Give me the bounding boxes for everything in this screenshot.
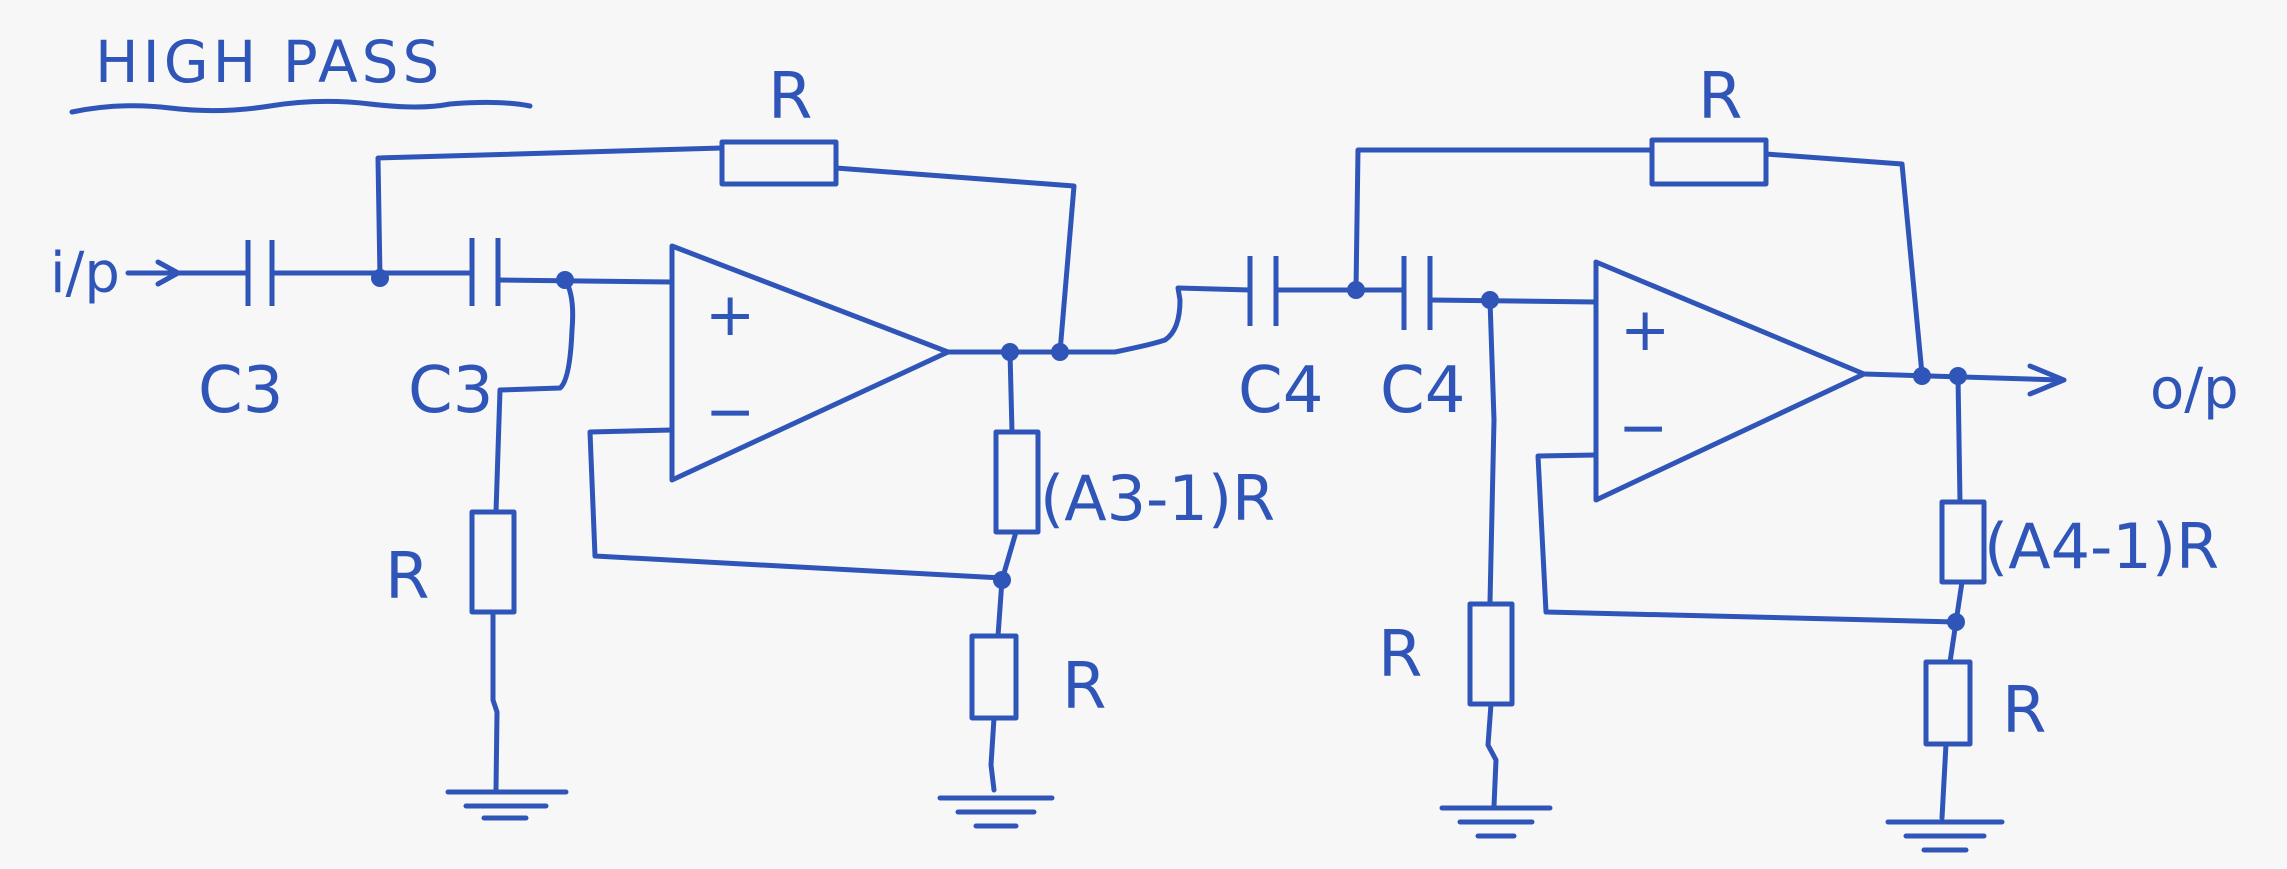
stage1-feedback-resistor <box>719 139 839 187</box>
stage2-ground-resistor <box>1923 659 1973 747</box>
stage1-gain-wire <box>1007 349 1015 435</box>
stage1-shunt-resistor-label: R <box>385 540 429 614</box>
stage2-feedback-resistor-label: R <box>1698 60 1742 134</box>
title-underline <box>69 98 533 115</box>
stage1-to-plus-wire <box>495 277 675 285</box>
stage2-ground-resistor-wire <box>1939 741 1949 821</box>
stage1-opamp <box>669 243 951 483</box>
stage2-shunt-resistor-label: R <box>1378 618 1422 692</box>
stage2-feedback-node <box>1913 367 1931 385</box>
stage1-gain-resistor-label: (A3-1)R <box>1040 462 1275 535</box>
input-label: i/p <box>50 241 120 306</box>
stage2-feedback-wire <box>1353 147 1925 377</box>
stage2-to-plus-wire <box>1427 297 1599 305</box>
stage1-opamp-minus: − <box>705 377 755 447</box>
stage1-shunt-ground-wire <box>490 609 500 793</box>
stage1-gain-resistor <box>993 429 1041 535</box>
interstage-wire <box>1057 285 1253 355</box>
stage2-ground-resistor-label: R <box>2002 674 2046 748</box>
stage2-ground-1-icon <box>1439 805 1553 839</box>
stage1-cap2-label: C3 <box>408 354 493 428</box>
stage1-opamp-plus: + <box>705 280 755 350</box>
stage1-shunt-wire <box>493 277 576 515</box>
stage2-shunt-ground-wire <box>1485 701 1499 809</box>
output-label: o/p <box>2150 357 2239 422</box>
stage2-opamp-minus: − <box>1618 393 1668 463</box>
title: HIGH PASS <box>95 28 443 96</box>
stage2-cap1-label: C4 <box>1238 354 1323 428</box>
stage1-ground-resistor <box>969 633 1019 721</box>
stage2-divider-to-ground-resistor-wire <box>1947 619 1959 665</box>
stage1-capacitor-1 <box>245 240 275 306</box>
stage1-ground-2-icon <box>937 795 1055 829</box>
stage1-divider-to-ground-resistor-wire <box>995 577 1005 639</box>
stage2-capacitor-1 <box>1247 256 1279 326</box>
stage1-minus-wire <box>587 427 1005 581</box>
input-arrow <box>125 259 181 287</box>
stage2-ground-2-icon <box>1885 819 2005 853</box>
stage2-minus-wire <box>1535 452 1959 625</box>
stage1-cap1-label: C3 <box>198 354 283 428</box>
stage2-gain-wire <box>1955 373 1963 505</box>
stage1-ground-resistor-label: R <box>1062 650 1106 724</box>
stage2-gain-resistor-label: (A4-1)R <box>1984 510 2219 583</box>
stage2-shunt-resistor <box>1467 601 1515 707</box>
stage2-cap2-label: C4 <box>1380 354 1465 428</box>
stage1-feedback-resistor-label: R <box>768 60 812 134</box>
stage1-ground-resistor-wire <box>988 715 997 793</box>
output-arrow <box>2027 363 2067 397</box>
stage2-opamp-plus: + <box>1620 295 1670 365</box>
stage1-capacitor-2 <box>469 238 501 306</box>
stage2-opamp <box>1593 259 1867 503</box>
stage1-ground-1-icon <box>445 789 569 821</box>
stage2-capacitor-2 <box>1401 256 1433 330</box>
stage1-feedback-wire <box>375 145 1077 355</box>
stage2-gain-resistor <box>1939 499 1987 585</box>
stage2-feedback-resistor <box>1649 137 1769 187</box>
stage2-shunt-wire <box>1487 297 1497 605</box>
stage1-shunt-resistor <box>469 509 517 615</box>
